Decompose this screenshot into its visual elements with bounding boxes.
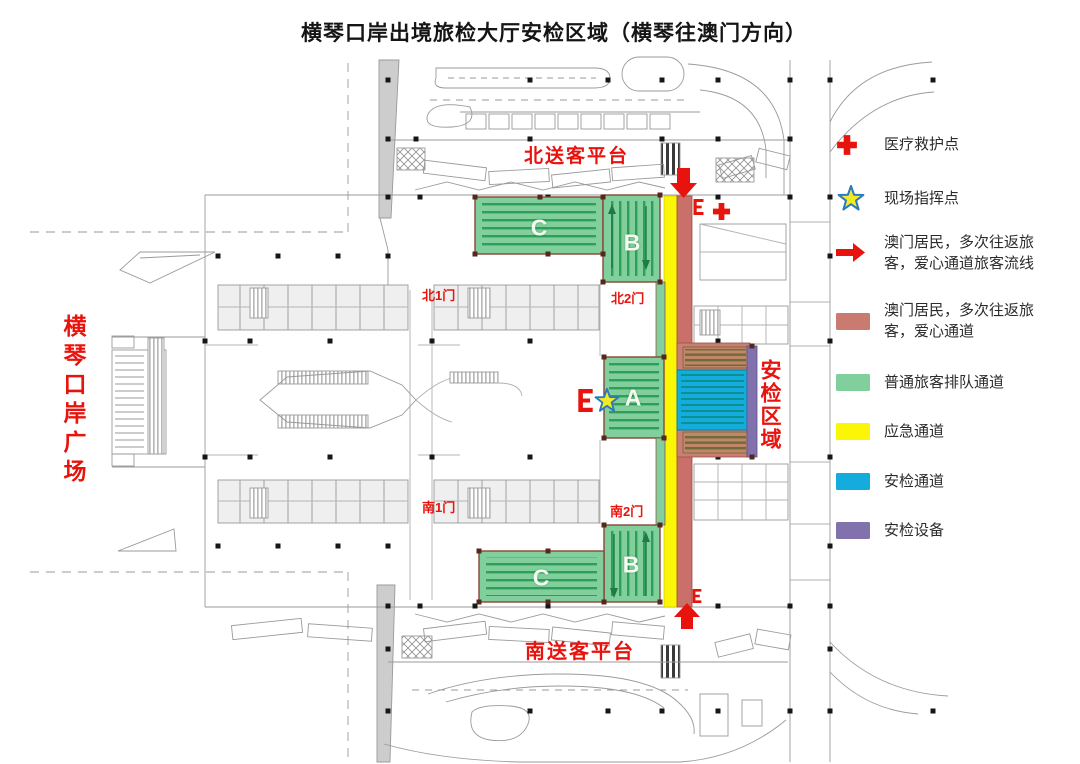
gate-marker-north-icon bbox=[693, 199, 704, 215]
building-interior bbox=[204, 60, 831, 762]
legend-item-flowline: 澳门居民，多次往返旅客，爱心通道旅客流线 bbox=[836, 232, 1046, 275]
zone-letter-b-south: B bbox=[622, 551, 640, 578]
legend-label: 现场指挥点 bbox=[884, 190, 960, 208]
zone-letter-c-north: C bbox=[530, 214, 548, 241]
zone-corner-dots bbox=[472, 192, 755, 605]
plaza-label: 横琴口岸广场 bbox=[60, 314, 86, 488]
care-lane-north bbox=[682, 346, 749, 369]
gate-marker-south-icon bbox=[692, 589, 702, 603]
security-area-label: 安检区域 bbox=[758, 359, 781, 451]
west-plaza bbox=[30, 62, 349, 760]
gate-label-north1: 北1门 bbox=[422, 288, 456, 303]
legend-label: 安检设备 bbox=[884, 522, 945, 539]
legend-label: 安检通道 bbox=[884, 473, 945, 490]
flow-arrow-down-icon bbox=[670, 168, 697, 198]
flow-arrow-up-icon bbox=[674, 603, 700, 629]
security-zones bbox=[472, 192, 758, 608]
medical-point-icon bbox=[712, 202, 731, 221]
south-platform-roads bbox=[230, 584, 949, 763]
column-dots bbox=[202, 77, 936, 714]
north-platform-roads bbox=[378, 56, 935, 285]
north-platform-label: 北送客平台 bbox=[524, 146, 630, 167]
legend-item-queue-channel: 普通旅客排队通道 bbox=[836, 372, 1046, 393]
gate-label-south2: 南2门 bbox=[610, 504, 644, 519]
legend-label: 应急通道 bbox=[884, 423, 945, 440]
gate-marker-center-icon bbox=[578, 389, 593, 412]
security-channel-swatch bbox=[836, 473, 884, 491]
queue-zone-b-south bbox=[603, 524, 661, 603]
command-star-icon bbox=[836, 184, 884, 214]
zone-letter-b-north: B bbox=[623, 229, 641, 256]
queue-connector-south bbox=[655, 437, 666, 526]
legend-item-emergency-channel: 应急通道 bbox=[836, 421, 1046, 442]
flow-markers bbox=[578, 168, 731, 629]
queue-zone-c-south bbox=[478, 550, 605, 603]
zone-letter-c-south: C bbox=[532, 564, 550, 591]
care-channel-swatch bbox=[836, 312, 884, 330]
flow-arrow-icon bbox=[836, 243, 884, 263]
queue-zone-c-north bbox=[474, 196, 604, 255]
legend-item-medical: 医疗救护点 bbox=[836, 134, 1046, 156]
legend-label: 澳门居民，多次往返旅客，爱心通道 bbox=[884, 302, 1035, 341]
security-check-channel bbox=[676, 369, 749, 431]
legend-item-care-channel: 澳门居民，多次往返旅客，爱心通道 bbox=[836, 300, 1046, 343]
page-title: 横琴口岸出境旅检大厅安检区域（横琴往澳门方向） bbox=[301, 22, 807, 45]
gate-label-south1: 南1门 bbox=[422, 500, 456, 515]
queue-zone-b-north bbox=[602, 194, 661, 283]
legend-label: 医疗救护点 bbox=[884, 136, 960, 154]
queue-zone-a bbox=[603, 356, 665, 439]
emergency-channel-swatch bbox=[836, 423, 884, 441]
legend-item-command: 现场指挥点 bbox=[836, 184, 1046, 214]
zone-letter-a: A bbox=[624, 384, 642, 411]
legend-item-security-equipment: 安检设备 bbox=[836, 520, 1046, 541]
security-equipment-swatch bbox=[836, 522, 884, 540]
legend-label: 澳门居民，多次往返旅客，爱心通道旅客流线 bbox=[884, 234, 1035, 273]
legend-item-security-channel: 安检通道 bbox=[836, 471, 1046, 492]
medical-cross-icon bbox=[836, 134, 884, 156]
queue-channel-swatch bbox=[836, 374, 884, 392]
legend-label: 普通旅客排队通道 bbox=[884, 374, 1005, 391]
care-lane-south bbox=[682, 431, 749, 454]
gate-label-north2: 北2门 bbox=[611, 291, 645, 306]
south-platform-label: 南送客平台 bbox=[525, 641, 635, 663]
emergency-channel-strip bbox=[663, 195, 678, 608]
queue-connector-north bbox=[655, 281, 666, 359]
